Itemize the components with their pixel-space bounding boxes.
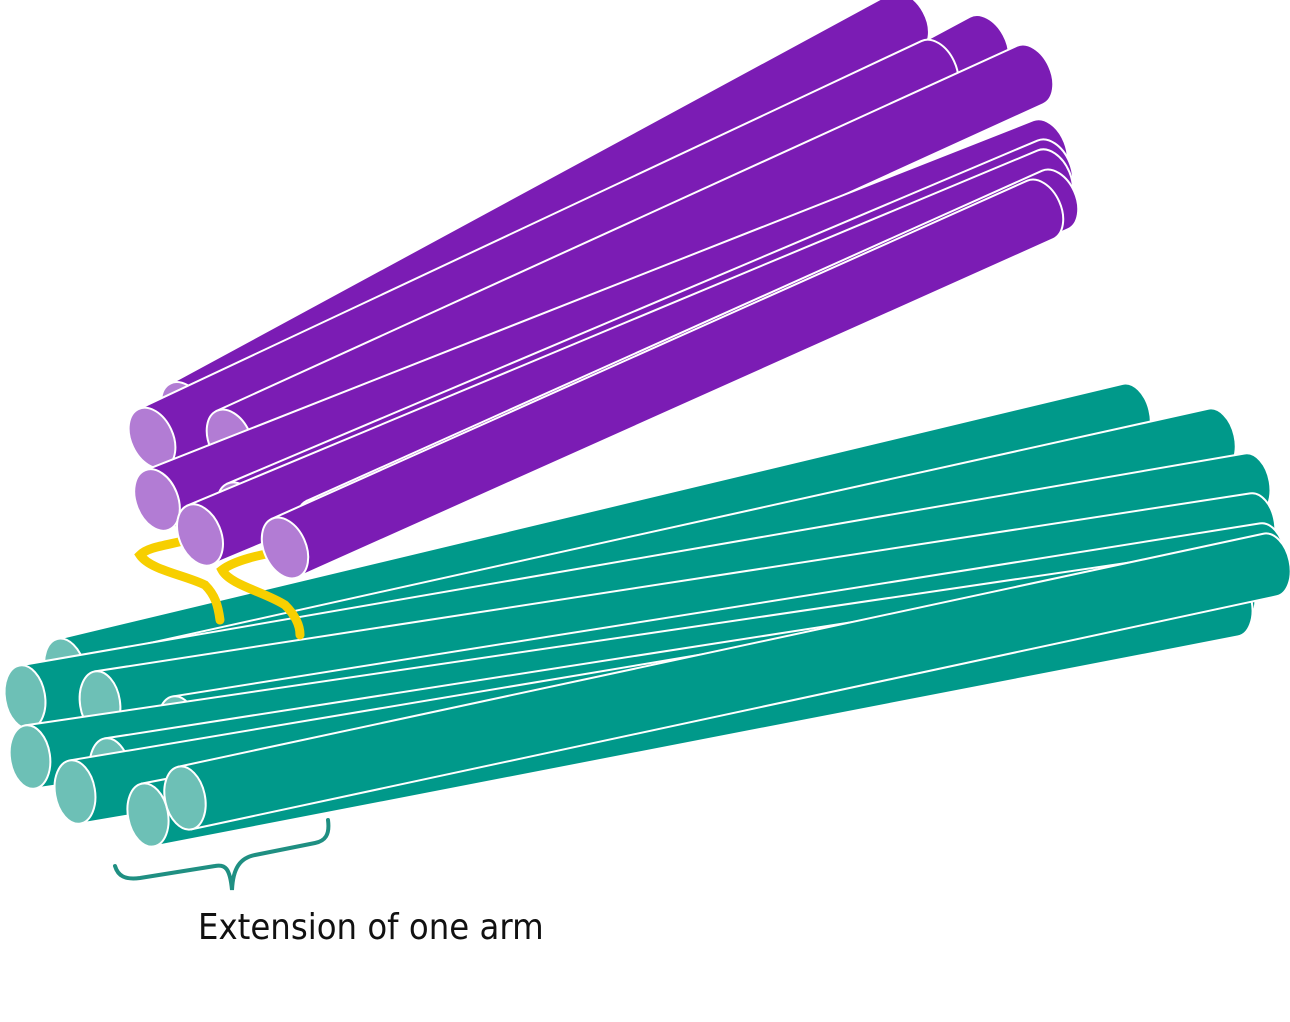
teal-rod-10-body <box>177 532 1290 831</box>
teal-rod-10-end <box>163 765 207 831</box>
purple-rod-10 <box>260 178 1065 580</box>
purple-rod-10-end <box>260 516 310 580</box>
teal-rod-10 <box>163 532 1290 831</box>
extension-brace-group <box>113 818 331 891</box>
extension-caption: Extension of one arm <box>198 907 544 948</box>
purple-rod-6-end <box>133 468 181 532</box>
purple-bundle <box>127 0 1080 580</box>
purple-rod-10-body <box>270 178 1065 579</box>
teal-bundle <box>3 382 1290 848</box>
extension-brace <box>113 818 331 891</box>
linker-left <box>134 530 225 625</box>
teal-rod-6-end <box>8 724 52 790</box>
linker-right <box>216 545 305 640</box>
teal-rod-8-end <box>53 759 97 825</box>
linker-group <box>134 530 305 640</box>
purple-rod-8-end <box>176 503 224 567</box>
